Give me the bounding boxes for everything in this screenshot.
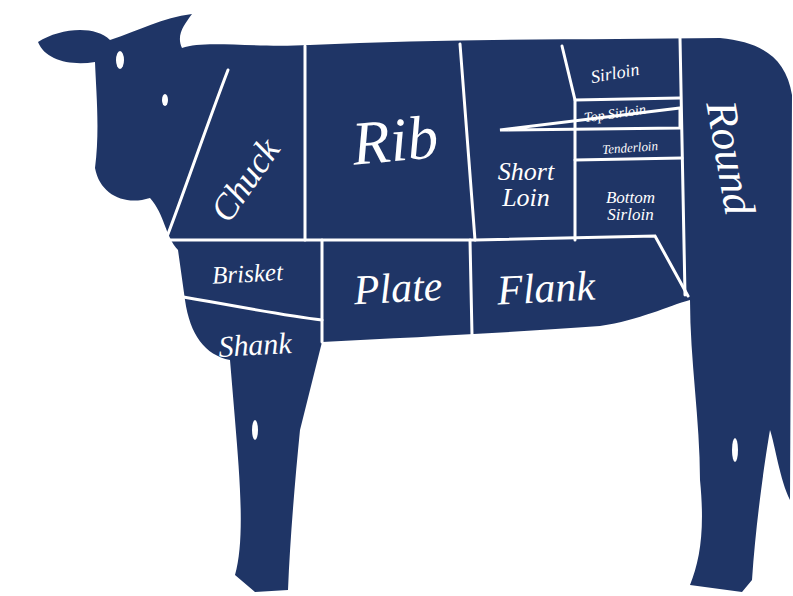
cut-name: Top Sirloin (583, 103, 646, 126)
cut-name: Brisket (211, 259, 283, 288)
cut-region: Brisket (174, 251, 321, 295)
cut-region: Short Loin (478, 150, 574, 220)
cut-name: Sirloin (589, 60, 640, 86)
cut-region: Bottom Sirloin (583, 180, 678, 232)
cut-name: Flank (496, 264, 596, 311)
hide-spots (116, 51, 738, 462)
cut-name: Shank (218, 328, 293, 362)
cut-name: Bottom Sirloin (583, 189, 678, 223)
cut-region: Shank (189, 322, 321, 369)
cut-region: Plate (327, 258, 470, 317)
cut-name: Plate (353, 265, 444, 312)
cut-name: Rib (349, 105, 440, 174)
cut-name: Tenderloin (602, 139, 659, 156)
cow-silhouette (38, 14, 792, 592)
cut-divider-lines (162, 38, 688, 342)
cut-name: Short Loin (478, 159, 574, 211)
cut-region: Rib (327, 94, 463, 185)
cut-region: Flank (475, 258, 618, 317)
